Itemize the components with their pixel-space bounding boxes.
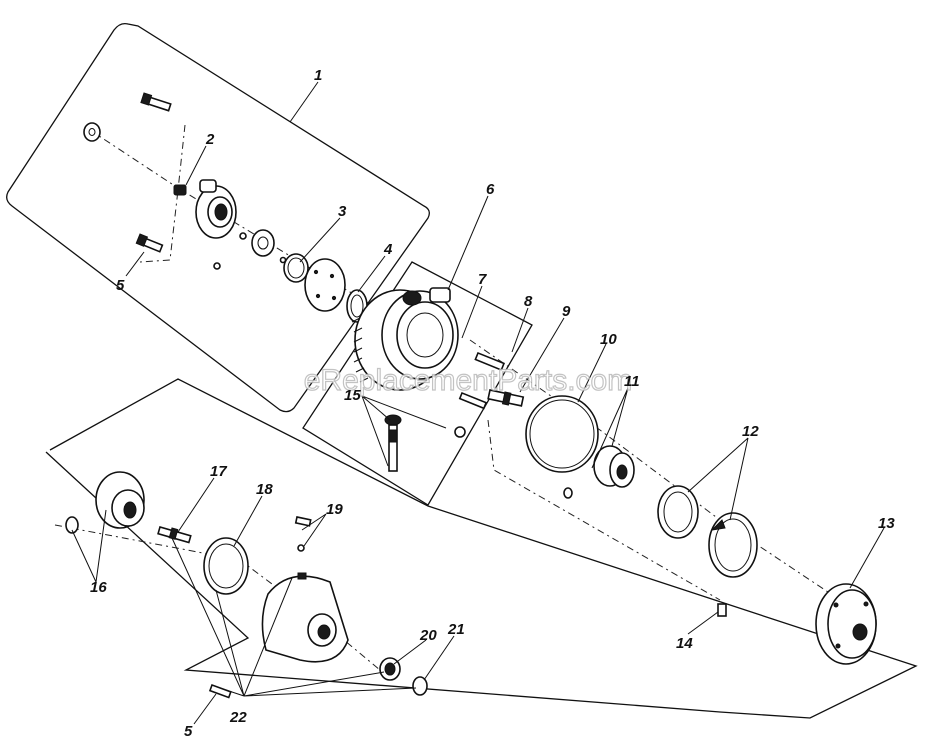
part-6-gear-housing (351, 287, 459, 391)
callout-15: 15 (344, 387, 361, 404)
part-9-shaft (487, 389, 525, 407)
part-15-shaft (384, 414, 402, 472)
part-18-o-ring (203, 537, 249, 595)
callout-3: 3 (338, 203, 347, 220)
part-16-coupling (65, 471, 145, 534)
part-3-o-ring (279, 253, 309, 283)
assembly-6-box (302, 261, 533, 506)
watermark-text: eReplacementParts.com (304, 364, 632, 397)
callout-4: 4 (383, 241, 393, 258)
assembly-1-box (6, 22, 430, 413)
gear-teeth (351, 317, 369, 383)
callout-17: 17 (210, 463, 227, 480)
part-pump-cover (195, 179, 237, 239)
part-5-screw-lower (208, 683, 232, 699)
callout-22: 22 (229, 709, 247, 726)
part-21-ring (412, 676, 428, 696)
callout-6: 6 (486, 181, 495, 198)
part-washer-top (83, 122, 101, 142)
callout-20: 20 (419, 627, 437, 644)
part-8-pin (474, 351, 506, 372)
part-2-nipple (173, 184, 187, 196)
callout-16: 16 (90, 579, 107, 596)
callout-13: 13 (878, 515, 895, 532)
callout-5-lower: 5 (184, 723, 193, 740)
part-12-clutch-rings (657, 485, 758, 578)
axis-line-14 (487, 419, 721, 601)
callout-12: 12 (742, 423, 759, 440)
part-7-pin (454, 391, 488, 438)
axis-line-main (469, 339, 841, 601)
lower-assembly-box (45, 378, 918, 719)
callout-5-upper: 5 (116, 277, 125, 294)
part-screw-top (140, 92, 172, 112)
callout-11: 11 (624, 373, 640, 390)
callout-1: 1 (314, 67, 322, 84)
part-19-screw (294, 516, 312, 552)
part-lower-housing (261, 572, 349, 663)
part-rotor (213, 229, 275, 270)
leader-lines (71, 81, 885, 725)
part-10-o-ring (525, 395, 599, 473)
callout-2: 2 (205, 131, 215, 148)
callout-18: 18 (256, 481, 273, 498)
part-14-pin (717, 603, 727, 617)
part-13-end-cover (815, 583, 877, 665)
part-11-bearing-housing (563, 445, 635, 499)
callout-labels: 1 2 3 4 5 5 6 7 8 9 10 11 12 13 14 15 16… (90, 67, 895, 740)
callout-7: 7 (478, 271, 487, 288)
part-plate (304, 258, 346, 312)
part-17-shaft (157, 526, 192, 544)
callout-9: 9 (562, 303, 571, 320)
callout-10: 10 (600, 331, 617, 348)
callout-8: 8 (524, 293, 533, 310)
callout-14: 14 (676, 635, 693, 652)
callout-19: 19 (326, 501, 343, 518)
axis-line-upper (89, 129, 401, 323)
callout-21: 21 (447, 621, 465, 638)
part-5-screw-upper (135, 233, 164, 253)
